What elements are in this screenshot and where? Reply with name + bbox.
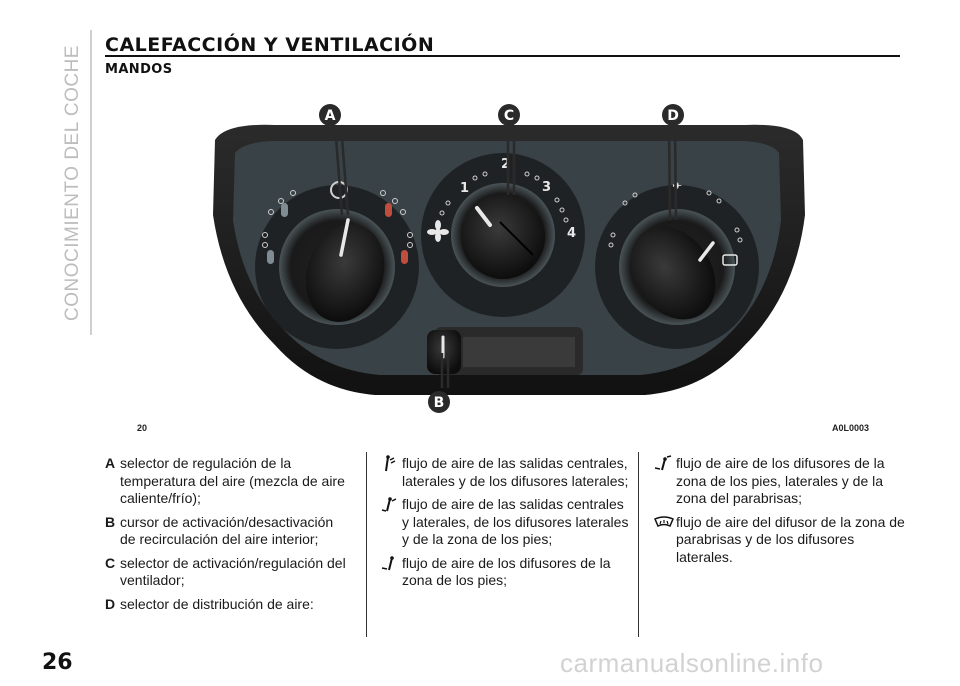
legend-column: A selector de regulación de la temperatu… [105,455,350,619]
legend-key: B [105,513,116,530]
legend-key: C [105,554,116,571]
flow-text: flujo de aire de los difusores de la zon… [402,554,611,589]
flow-item-face: flujo de aire de las salidas centrales, … [378,455,633,490]
fan-speed-2: 2 [501,157,510,172]
feet-windscreen-vent-icon [654,455,672,471]
page-number: 26 [42,650,73,675]
legend-key: A [105,455,116,471]
callout-b: B [434,395,445,411]
legend-item-a: A selector de regulación de la temperatu… [105,455,350,508]
side-tab: CONOCIMIENTO DEL COCHE [58,30,88,335]
section-subtitle: MANDOS [105,62,173,77]
fan-speed-1: 1 [460,181,469,196]
legend-key: D [105,595,116,612]
flow-column-1: flujo de aire de las salidas centrales, … [378,455,633,596]
fan-speed-4: 4 [567,226,576,241]
column-divider [638,452,639,637]
column-divider [366,452,367,637]
flow-text: flujo de aire del difusor de la zona de … [676,513,905,565]
flow-text: flujo de aire de las salidas centrales y… [402,496,629,547]
flow-text: flujo de aire de los difusores de la zon… [676,455,885,506]
flow-column-2: flujo de aire de los difusores de la zon… [652,455,907,572]
figure-number: 20 [137,423,148,433]
fan-speed-3: 3 [542,180,551,195]
legend-item-b: B cursor de activación/desactivación de … [105,514,350,549]
flow-item-feet-windscreen: flujo de aire de los difusores de la zon… [652,455,907,508]
windscreen-demist-icon [654,515,674,527]
callout-a: A [325,108,336,124]
legend-text: selector de distribución de aire: [120,595,314,612]
legend-text: cursor de activación/desactivación de re… [120,513,334,548]
watermark: carmanualsonline.info [560,648,824,678]
flow-item-feet: flujo de aire de los difusores de la zon… [378,555,633,590]
title-rule [105,55,900,57]
callout-c: C [504,108,514,124]
legend-item-c: C selector de activación/regulación del … [105,555,350,590]
face-feet-vent-icon [381,497,397,512]
face-vent-icon [385,455,396,472]
legend-text: selector de regulación de la temperatura… [120,455,345,506]
callout-d: D [667,108,679,124]
flow-item-face-feet: flujo de aire de las salidas centrales y… [378,496,633,549]
section-title: CALEFACCIÓN Y VENTILACIÓN [105,34,435,56]
figure-code: A0L0003 [832,423,870,433]
side-divider [90,30,92,335]
control-panel-illustration: 1 2 3 4 ✈ [213,104,805,413]
control-panel-figure: 1 2 3 4 ✈ [105,95,900,435]
flow-item-windscreen: flujo de aire del difusor de la zona de … [652,514,907,567]
flow-text: flujo de aire de las salidas centrales, … [402,455,629,489]
legend-text: selector de activación/regulación del ve… [120,554,346,589]
side-tab-label: CONOCIMIENTO DEL COCHE [62,44,84,321]
feet-vent-icon [381,555,394,570]
fan-icon [427,220,449,242]
legend-item-d: D selector de distribución de aire: [105,596,350,614]
svg-text:✈: ✈ [672,179,682,193]
